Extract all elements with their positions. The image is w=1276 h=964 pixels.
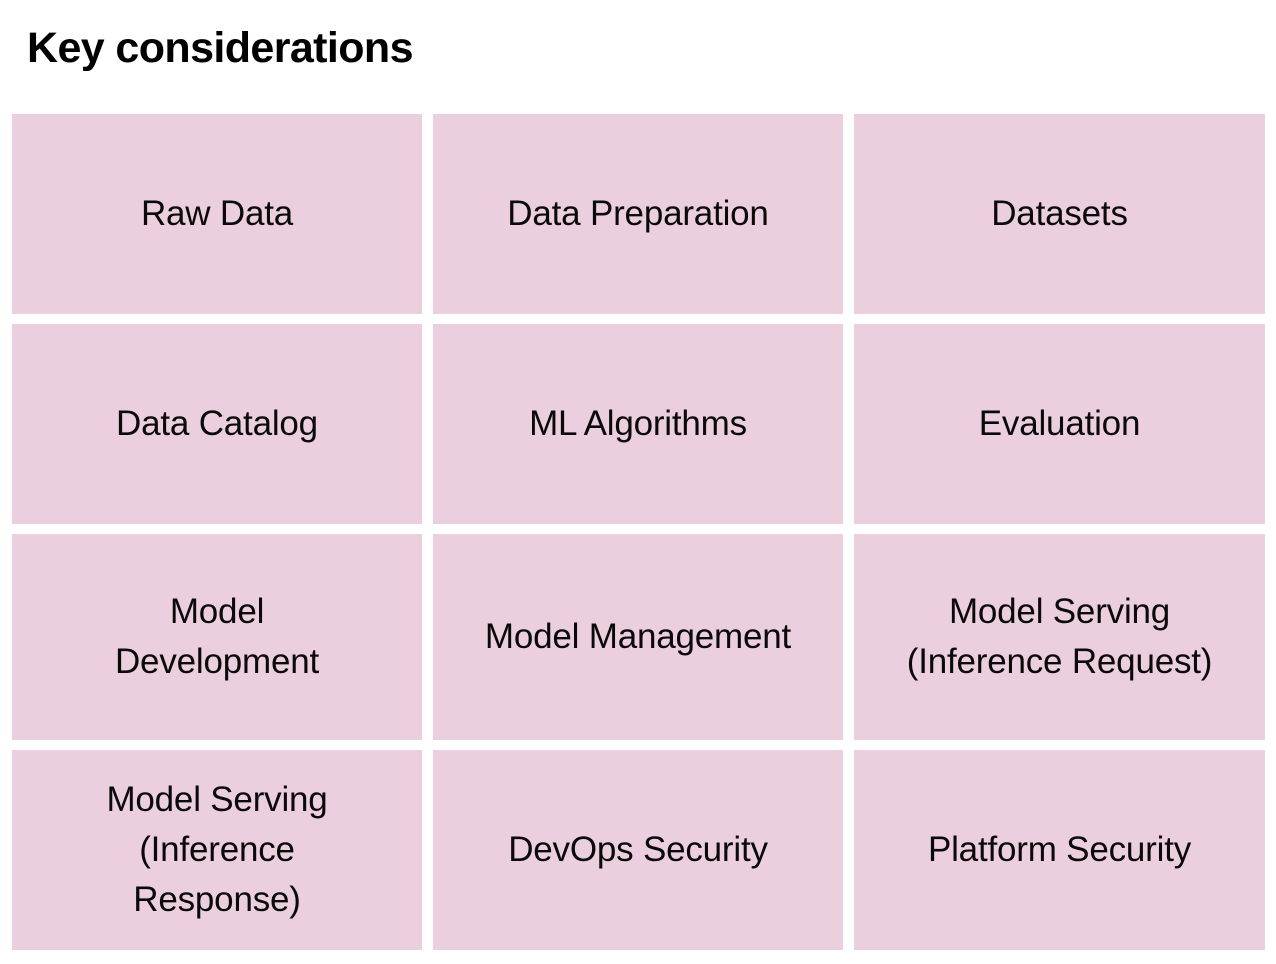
grid-cell-model-development[interactable]: Model Development — [12, 534, 422, 740]
grid-cell-label: Data Catalog — [116, 403, 318, 443]
grid-cell-label: ML Algorithms — [529, 403, 747, 443]
grid-cell-label: Model Management — [484, 616, 792, 656]
considerations-grid: Raw Data Data Preparation Datasets Data … — [12, 114, 1265, 950]
grid-cell-label: Model Serving (Inference Response) — [106, 779, 328, 920]
grid-cell-data-catalog[interactable]: Data Catalog — [12, 324, 422, 524]
page-title: Key considerations — [27, 24, 413, 72]
grid-cell-model-serving-inference-request[interactable]: Model Serving (Inference Request) — [854, 534, 1265, 740]
grid-cell-label: DevOps Security — [508, 829, 768, 869]
grid-cell-ml-algorithms[interactable]: ML Algorithms — [433, 324, 843, 524]
grid-cell-label: Evaluation — [978, 403, 1141, 443]
grid-cell-platform-security[interactable]: Platform Security — [854, 750, 1265, 950]
grid-cell-label: Model Serving (Inference Request) — [906, 591, 1213, 681]
grid-cell-label: Platform Security — [927, 829, 1192, 869]
grid-cell-label: Raw Data — [140, 193, 294, 233]
grid-cell-label: Data Preparation — [507, 193, 769, 233]
grid-cell-devops-security[interactable]: DevOps Security — [433, 750, 843, 950]
grid-cell-model-serving-inference-response[interactable]: Model Serving (Inference Response) — [12, 750, 422, 950]
grid-cell-raw-data[interactable]: Raw Data — [12, 114, 422, 314]
grid-cell-label: Datasets — [991, 193, 1128, 233]
grid-cell-evaluation[interactable]: Evaluation — [854, 324, 1265, 524]
grid-cell-data-preparation[interactable]: Data Preparation — [433, 114, 843, 314]
grid-cell-label: Model Development — [114, 591, 320, 681]
grid-cell-datasets[interactable]: Datasets — [854, 114, 1265, 314]
grid-cell-model-management[interactable]: Model Management — [433, 534, 843, 740]
